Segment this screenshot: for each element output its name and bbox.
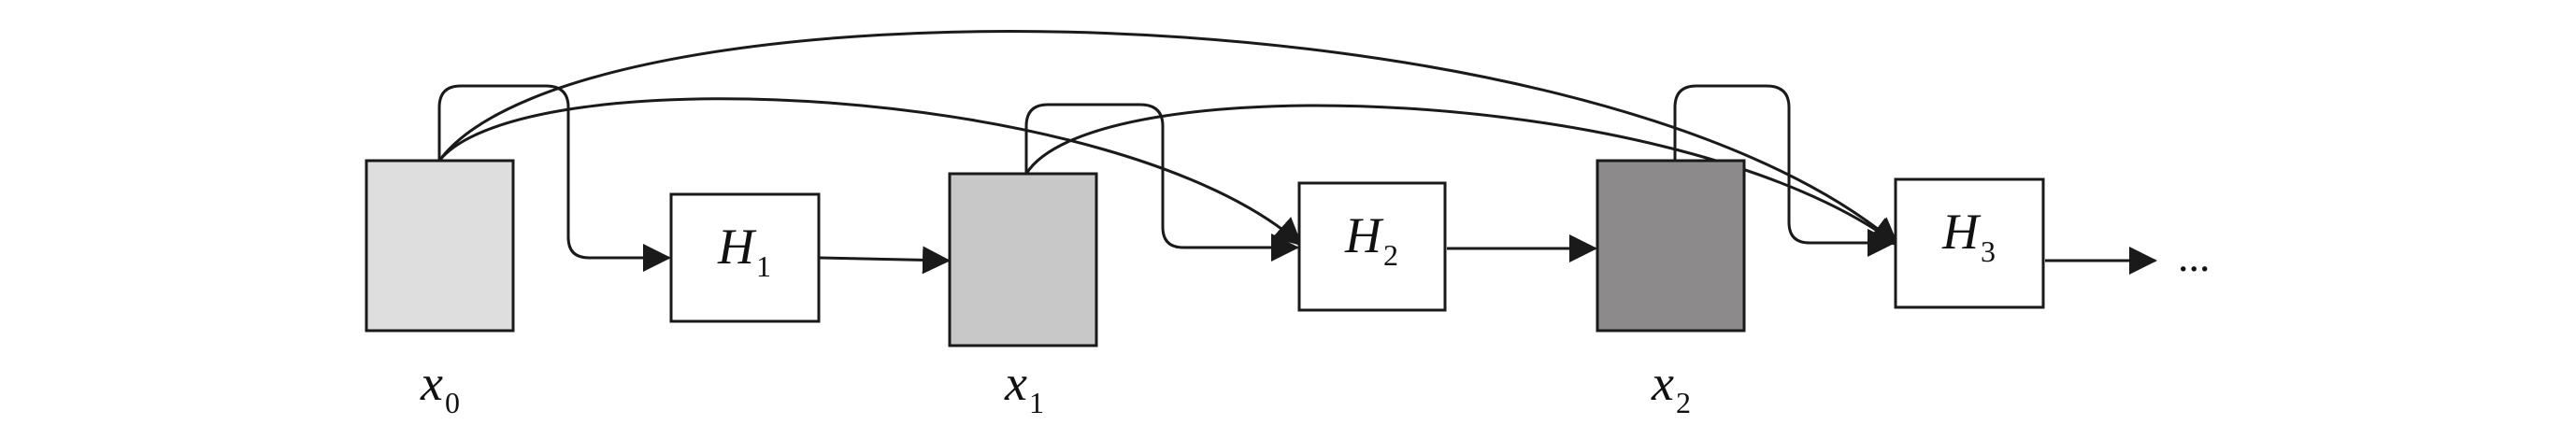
node-H2	[1297, 181, 1447, 312]
node-H1	[669, 192, 821, 323]
edge-x1-to-H3	[1024, 104, 1899, 247]
node-x2	[1596, 159, 1746, 333]
label-H2: H2	[1344, 207, 1398, 272]
node-x1	[948, 172, 1098, 347]
edge-x1-to-H2	[1024, 103, 1299, 262]
edge-x2-to-H3	[1673, 84, 1896, 257]
edge-H1-to-x1	[818, 246, 951, 275]
label-x2: x2	[1651, 355, 1691, 419]
edge-x0-to-H2	[437, 97, 1303, 247]
label-H3: H3	[1941, 204, 1996, 268]
edge-x0-to-H1	[437, 84, 671, 272]
label-x1: x1	[1004, 355, 1044, 419]
node-x0	[365, 159, 515, 333]
label-x0: x0	[420, 355, 460, 419]
label-H1: H1	[717, 219, 771, 283]
continuation-ellipsis: ...	[2178, 233, 2211, 280]
node-H3	[1894, 177, 2045, 309]
